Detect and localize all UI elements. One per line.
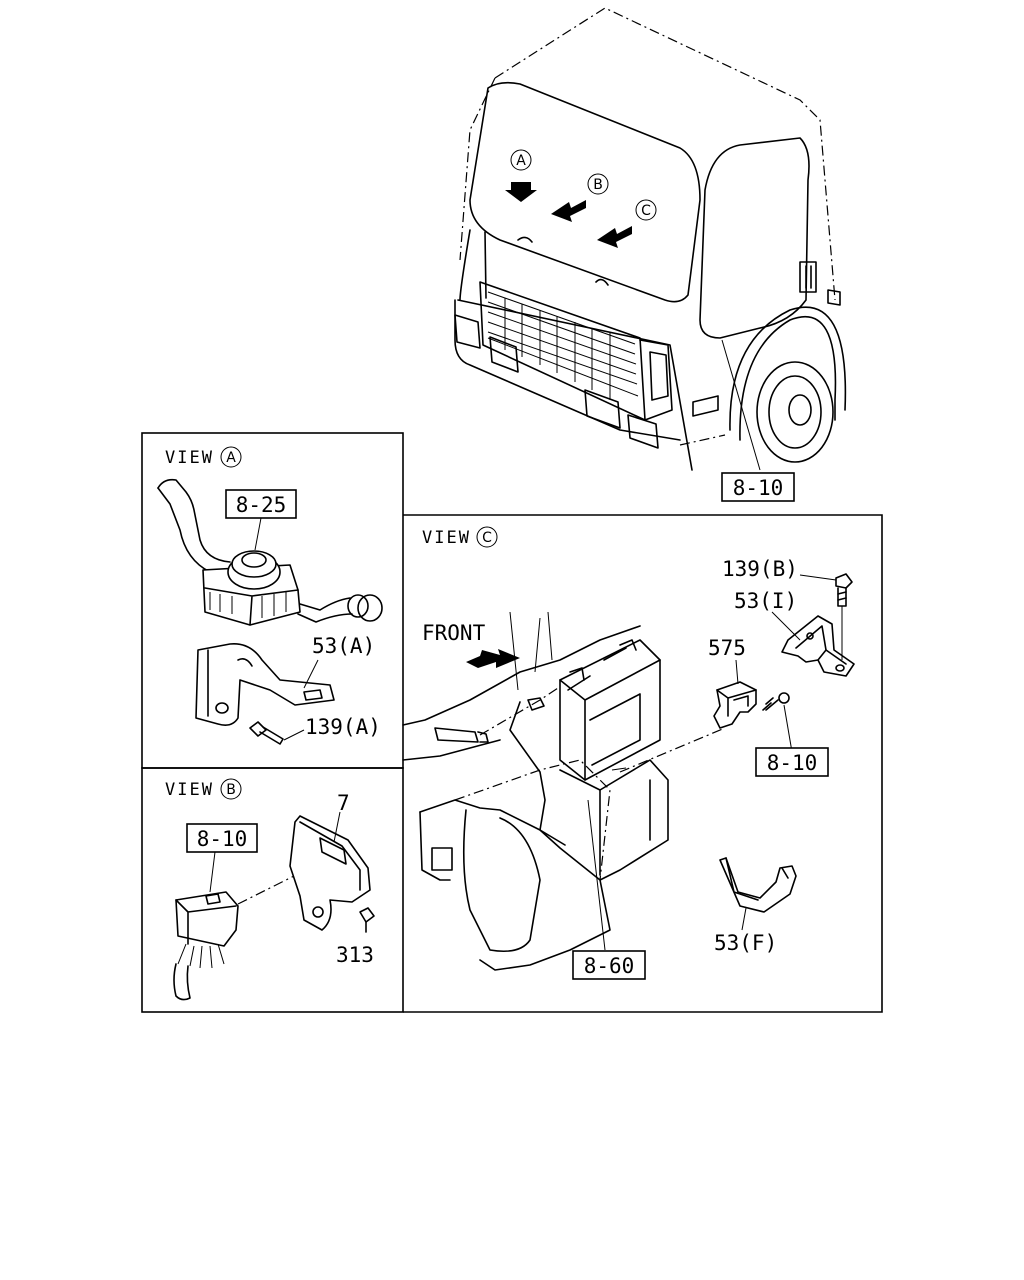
callout-c-8-60: 8-60 <box>572 950 646 980</box>
callout-c-139b: 139(B) <box>722 557 798 581</box>
callout-a-8-25: 8-25 <box>225 489 297 519</box>
view-c-panel: VIEW C FRONT <box>402 526 855 980</box>
view-b-panel: VIEW B 8-10 7 313 <box>165 778 375 1001</box>
svg-text:8-10: 8-10 <box>767 751 818 775</box>
arrow-b-icon <box>551 200 586 222</box>
truck-cab-drawing <box>454 7 847 471</box>
view-b-letter: B <box>226 782 236 798</box>
view-b-title: VIEW <box>165 780 214 800</box>
callout-c-575: 575 <box>708 636 746 660</box>
callout-cab-8-10: 8-10 <box>721 472 795 502</box>
view-direction-markers: A B C <box>505 149 657 248</box>
callout-b-313: 313 <box>336 943 374 967</box>
view-a-panel: VIEW A 8-25 53(A) 139(A) <box>157 446 383 745</box>
svg-text:8-25: 8-25 <box>236 493 287 517</box>
marker-a-label: A <box>516 153 526 169</box>
front-arrow-icon <box>466 649 520 668</box>
view-panels <box>141 432 883 1013</box>
svg-text:8-10: 8-10 <box>197 827 248 851</box>
callout-c-53f: 53(F) <box>714 931 777 955</box>
svg-text:8-60: 8-60 <box>584 954 635 978</box>
callout-c-53i: 53(I) <box>734 589 797 613</box>
marker-b-label: B <box>593 177 603 193</box>
arrow-a-icon <box>505 182 537 202</box>
view-c-letter: C <box>482 530 492 546</box>
view-c-title: VIEW <box>422 528 471 548</box>
marker-c-label: C <box>641 203 651 219</box>
callout-b-8-10: 8-10 <box>186 823 258 853</box>
svg-text:8-10: 8-10 <box>733 476 784 500</box>
front-label: FRONT <box>422 621 486 645</box>
view-a-title: VIEW <box>165 448 214 468</box>
callout-a-53a: 53(A) <box>312 634 375 658</box>
view-a-letter: A <box>226 450 236 466</box>
callout-a-139a: 139(A) <box>305 715 381 739</box>
arrow-c-icon <box>597 226 632 248</box>
callout-c-8-10: 8-10 <box>755 747 829 777</box>
callout-b-7: 7 <box>337 791 350 815</box>
